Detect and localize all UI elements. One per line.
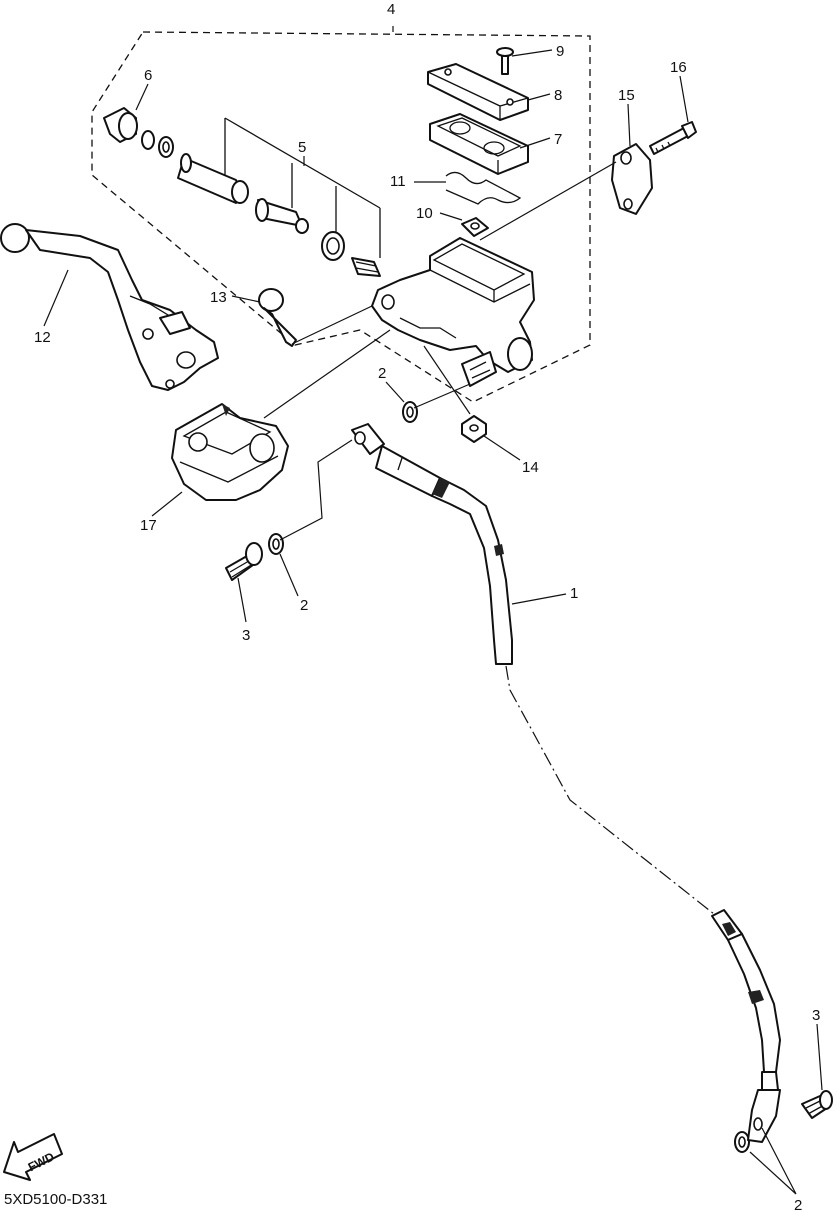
assembly-4-boundary [91,31,591,403]
part-16-bolt [649,121,697,155]
callout-4: 4 [387,1,395,18]
callout-2-upper: 2 [378,365,386,382]
part-7-diaphragm-holder [429,113,529,175]
callout-15: 15 [618,87,635,104]
part-10-plate [461,217,489,237]
part-14-nut [461,415,487,443]
callout-17: 17 [140,517,157,534]
part-13-pivot-bolt [258,288,297,347]
callout-2-lower: 2 [794,1197,802,1211]
callout-14: 14 [522,459,539,476]
callout-9: 9 [556,43,564,60]
washers-2 [268,401,767,1153]
callout-labels: 4 6 5 9 8 7 11 10 15 16 13 12 2 14 1 17 … [34,1,820,1211]
callout-leaders [43,26,823,1195]
master-cylinder-body [371,237,535,387]
diagram-code: 5XD5100-D331 [4,1191,107,1208]
callout-7: 7 [554,131,562,148]
part-15-holder [611,143,653,215]
callout-2-middle: 2 [300,597,308,614]
callout-16: 16 [670,59,687,76]
callout-11: 11 [390,173,406,190]
part-6-boot [103,107,174,158]
part-12-lever [0,223,219,391]
part-1-brake-hose [351,423,781,1143]
union-bolts-3 [225,542,833,1119]
callout-1: 1 [570,585,578,602]
part-11-diaphragm [445,171,522,205]
part-8-cap [427,63,529,121]
callout-3-lower: 3 [812,1007,820,1024]
callout-10: 10 [416,205,433,222]
callout-6: 6 [144,67,152,84]
fwd-arrow-icon: FWD [3,1133,63,1181]
part-5-piston-kit [177,117,381,277]
callout-8: 8 [554,87,562,104]
callout-13: 13 [210,289,227,306]
callout-12: 12 [34,329,51,346]
callout-5: 5 [298,139,306,156]
part-9-screw [496,47,514,75]
centerlines [263,161,715,915]
callout-3-middle: 3 [242,627,250,644]
part-17-holder [171,403,289,501]
